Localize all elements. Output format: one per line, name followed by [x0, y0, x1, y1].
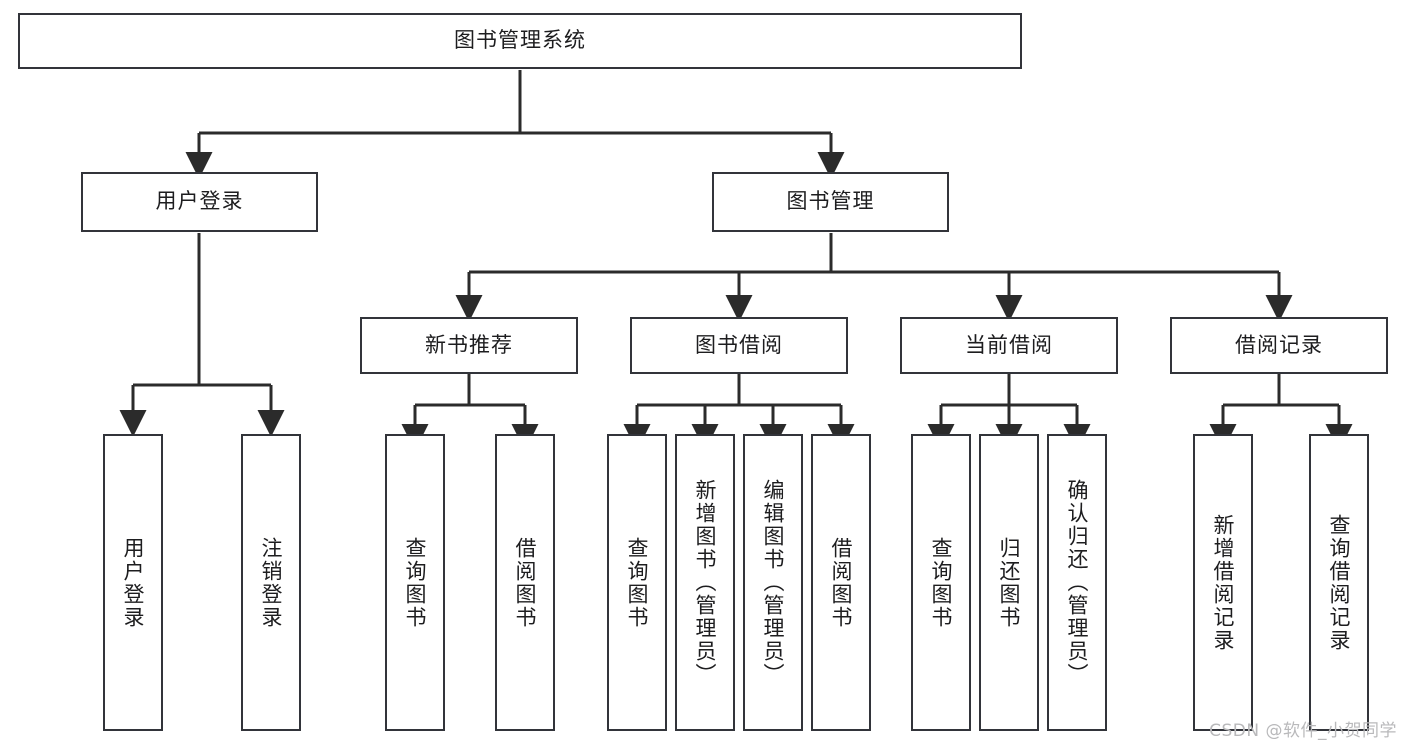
- node-user-login[interactable]: 用户登录: [81, 172, 318, 232]
- node-label: 新增借阅记录: [1211, 513, 1236, 652]
- leaf-user-login-signin[interactable]: 用户登录: [103, 434, 163, 731]
- node-label: 查询图书: [625, 536, 650, 629]
- leaf-borrow-edit-book-admin[interactable]: 编辑图书（管理员）: [743, 434, 803, 731]
- leaf-recommend-borrow-book[interactable]: 借阅图书: [495, 434, 555, 731]
- node-label: 用户登录: [155, 189, 244, 214]
- leaf-current-return-book[interactable]: 归还图书: [979, 434, 1039, 731]
- leaf-current-confirm-return-admin[interactable]: 确认归还（管理员）: [1047, 434, 1107, 731]
- node-label: 查询图书: [929, 536, 954, 629]
- node-book-management[interactable]: 图书管理: [712, 172, 949, 232]
- node-label: 图书管理: [786, 189, 875, 214]
- node-label: 图书管理系统: [454, 28, 586, 53]
- node-label: 图书借阅: [695, 332, 783, 357]
- node-borrow-record[interactable]: 借阅记录: [1170, 317, 1388, 374]
- watermark-text: CSDN @软件_小贺同学: [1209, 721, 1397, 741]
- node-new-book-recommend[interactable]: 新书推荐: [360, 317, 578, 374]
- node-label: 编辑图书（管理员）: [761, 479, 786, 686]
- node-root-system[interactable]: 图书管理系统: [18, 13, 1022, 69]
- node-current-borrow[interactable]: 当前借阅: [900, 317, 1118, 374]
- node-book-borrow[interactable]: 图书借阅: [630, 317, 848, 374]
- leaf-borrow-add-book-admin[interactable]: 新增图书（管理员）: [675, 434, 735, 731]
- node-label: 借阅图书: [513, 536, 538, 629]
- leaf-borrow-borrow-book[interactable]: 借阅图书: [811, 434, 871, 731]
- node-label: 新增图书（管理员）: [693, 479, 718, 686]
- leaf-record-add-record[interactable]: 新增借阅记录: [1193, 434, 1253, 731]
- node-label: 新书推荐: [425, 332, 513, 357]
- leaf-current-query-book[interactable]: 查询图书: [911, 434, 971, 731]
- node-label: 查询图书: [403, 536, 428, 629]
- leaf-record-query-record[interactable]: 查询借阅记录: [1309, 434, 1369, 731]
- node-label: 确认归还（管理员）: [1065, 479, 1090, 686]
- node-label: 归还图书: [997, 536, 1022, 629]
- node-label: 查询借阅记录: [1327, 513, 1352, 652]
- leaf-recommend-query-book[interactable]: 查询图书: [385, 434, 445, 731]
- leaf-borrow-query-book[interactable]: 查询图书: [607, 434, 667, 731]
- node-label: 借阅记录: [1235, 332, 1323, 357]
- node-label: 借阅图书: [829, 536, 854, 629]
- leaf-user-login-signout[interactable]: 注销登录: [241, 434, 301, 731]
- node-label: 当前借阅: [965, 332, 1053, 357]
- node-label: 注销登录: [259, 536, 284, 629]
- node-label: 用户登录: [121, 536, 146, 629]
